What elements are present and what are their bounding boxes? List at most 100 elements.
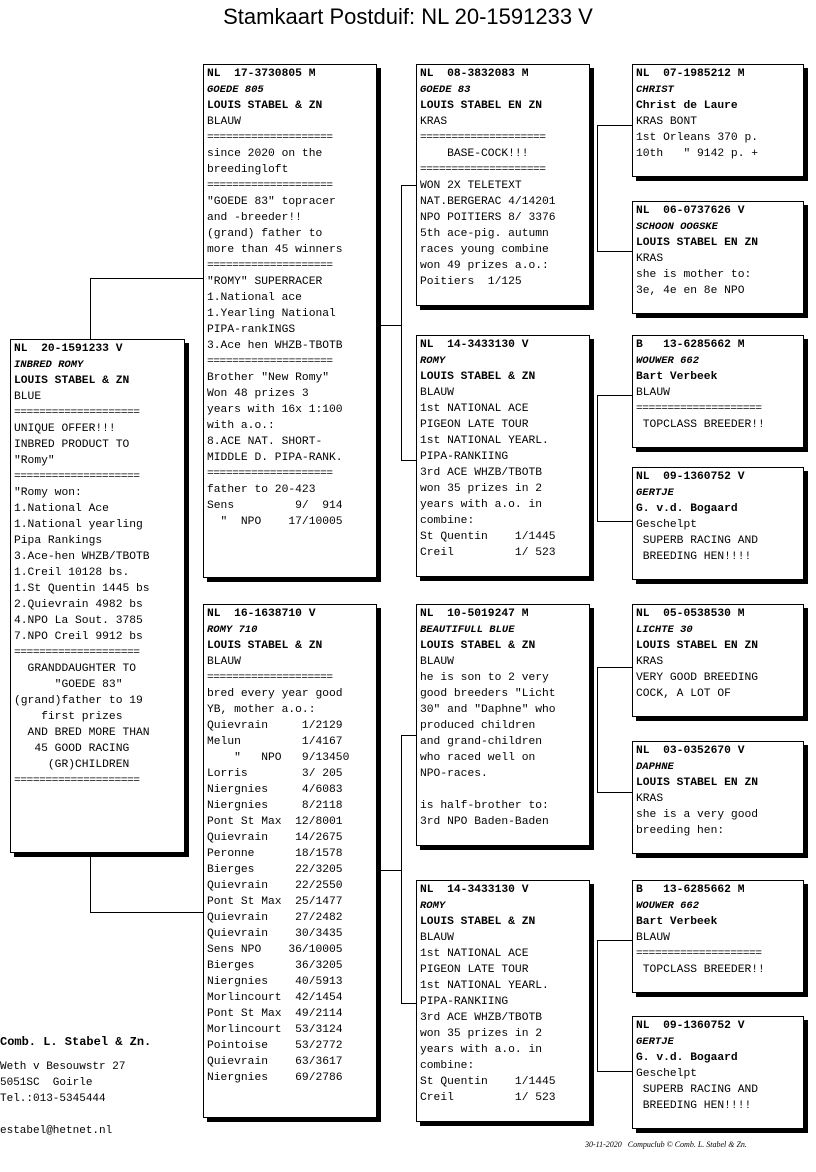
info-line: Niergnies 40/5913 [207, 976, 343, 988]
info-line: UNIQUE OFFER!!! [14, 423, 116, 435]
info-line: 1.St Quentin 1445 bs [14, 583, 150, 595]
info-line: Bierges 22/3205 [207, 864, 343, 876]
info-line: BREEDING HEN!!!! [636, 1100, 752, 1112]
info-line: more than 45 winners [207, 244, 343, 256]
pigeon-name: ROMY [420, 900, 446, 912]
info-line: Niergnies 8/2118 [207, 800, 343, 812]
info-line: breedingloft [207, 164, 289, 176]
info-line: Bierges 36/3205 [207, 960, 343, 972]
info-line: father to 20-423 [207, 484, 316, 496]
info-line: Creil 1/ 523 [420, 1092, 556, 1104]
connector-line [597, 667, 633, 668]
info-line: St Quentin 1/1445 [420, 1076, 556, 1088]
info-line: 1.National yearling [14, 519, 143, 531]
pigeon-name: INBRED ROMY [14, 359, 84, 371]
info-line: Morlincourt 42/1454 [207, 992, 343, 1004]
info-line: TOPCLASS BREEDER!! [636, 419, 765, 431]
info-line: BASE-COCK!!! [420, 148, 529, 160]
breeder-name: G. v.d. Bogaard [636, 503, 738, 515]
info-line: is half-brother to: [420, 800, 549, 812]
info-line: St Quentin 1/1445 [420, 531, 556, 543]
footer-text: 30-11-2020 Compuclub © Comb. L. Stabel &… [585, 1140, 747, 1149]
connector-line [401, 1003, 418, 1004]
info-line: combine: [420, 1060, 475, 1072]
pigeon-color: BLAUW [420, 387, 454, 399]
connector-line [597, 940, 633, 941]
info-line: 1st NATIONAL ACE [420, 948, 529, 960]
separator-line: ==================== [14, 775, 140, 787]
connector-line [90, 912, 205, 913]
info-line: Quievrain 27/2482 [207, 912, 343, 924]
ring-number: NL 20-1591233 V [14, 343, 123, 355]
info-line: PIPA-RANKIING [420, 451, 509, 463]
pigeon-color: BLUE [14, 391, 42, 403]
pigeon-name: GOEDE 83 [420, 84, 471, 96]
info-line: NPO-races. [420, 768, 488, 780]
ring-number: NL 14-3433130 V [420, 339, 529, 351]
info-line: Creil 1/ 523 [420, 547, 556, 559]
breeder-name: LOUIS STABEL EN ZN [636, 640, 759, 652]
breeder-name: Christ de Laure [636, 100, 738, 112]
info-line: Niergnies 4/6083 [207, 784, 343, 796]
connector-line [401, 460, 418, 461]
info-line: who raced well on [420, 752, 536, 764]
info-line: 7.NPO Creil 9912 bs [14, 631, 143, 643]
pigeon-color: KRAS [636, 656, 664, 668]
info-line: races young combine [420, 244, 549, 256]
info-line: breeding hen: [636, 825, 725, 837]
pigeon-name: LICHTE 30 [636, 624, 693, 636]
connector-line [597, 667, 598, 793]
info-line: Pont St Max 12/8001 [207, 816, 343, 828]
info-line: GRANDDAUGHTER TO [14, 663, 137, 675]
info-line: 1.Yearling National [207, 308, 336, 320]
separator-line: ==================== [636, 403, 762, 415]
info-line: Quievrain 63/3617 [207, 1056, 343, 1068]
pigeon-name: DAPHNE [636, 761, 674, 773]
ring-number: NL 09-1360752 V [636, 471, 745, 483]
separator-line: ==================== [420, 164, 546, 176]
info-line: 3rd ACE WHZB/TBOTB [420, 467, 543, 479]
breeder-name: LOUIS STABEL EN ZN [636, 777, 759, 789]
pigeon-name: WOUWER 662 [636, 355, 700, 367]
info-line: Quievrain 14/2675 [207, 832, 343, 844]
info-line: Peronne 18/1578 [207, 848, 343, 860]
pigeon-name: WOUWER 662 [636, 900, 700, 912]
info-line: Melun 1/4167 [207, 736, 343, 748]
info-line: "Romy" [14, 455, 55, 467]
pigeon-color: KRAS [636, 793, 664, 805]
info-line: "GOEDE 83" [14, 679, 123, 691]
pigeon-name: GOEDE 805 [207, 84, 264, 96]
connector-line [401, 185, 402, 461]
info-line: 2.Quievrain 4982 bs [14, 599, 143, 611]
info-line: PIGEON LATE TOUR [420, 419, 529, 431]
info-line: first prizes [14, 711, 123, 723]
ring-number: NL 14-3433130 V [420, 884, 529, 896]
breeder-name: LOUIS STABEL & ZN [420, 640, 536, 652]
info-line: BREEDING HEN!!!! [636, 551, 752, 563]
info-line: Sens NPO 36/10005 [207, 944, 343, 956]
info-line: Pont St Max 25/1477 [207, 896, 343, 908]
separator-line: ==================== [420, 132, 546, 144]
separator-line: ==================== [207, 180, 333, 192]
connector-line [379, 870, 401, 871]
owner-street: Weth v Besouwstr 27 [0, 1061, 126, 1073]
info-line: 1st NATIONAL ACE [420, 403, 529, 415]
separator-line: ==================== [207, 672, 333, 684]
pigeon-color: BLAUW [420, 656, 454, 668]
connector-line [401, 735, 418, 736]
info-line: (GR)CHILDREN [14, 759, 130, 771]
separator-line: ==================== [207, 356, 333, 368]
info-line: 1st Orleans 370 p. [636, 132, 759, 144]
owner-email[interactable]: estabel@hetnet.nl [0, 1125, 113, 1137]
pigeon-name: ROMY 710 [207, 624, 258, 636]
info-line: 1st NATIONAL YEARL. [420, 435, 549, 447]
connector-line [597, 251, 633, 252]
pigeon-color: BLAUW [420, 932, 454, 944]
breeder-name: LOUIS STABEL & ZN [207, 640, 323, 652]
